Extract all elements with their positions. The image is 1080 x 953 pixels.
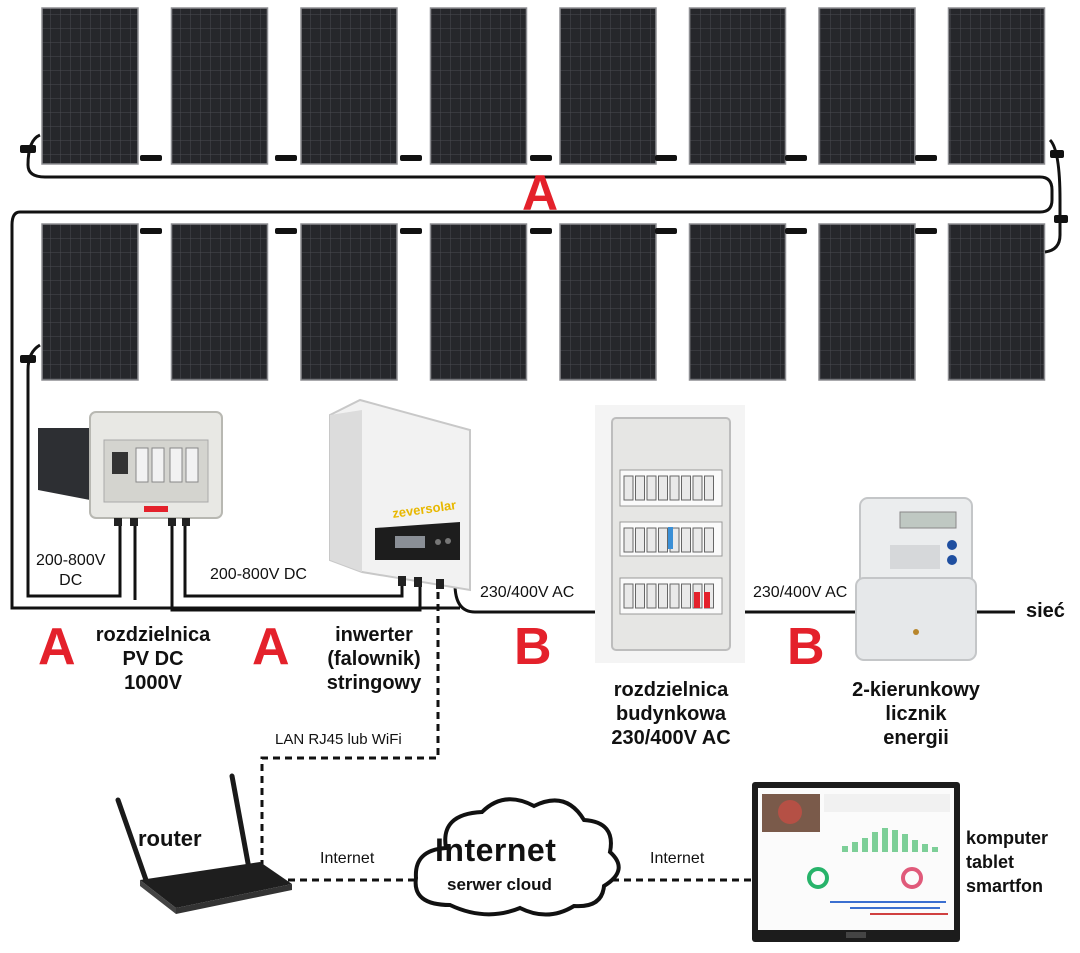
building-distribution-board-icon <box>595 405 745 663</box>
solar-panel <box>170 7 269 165</box>
solar-panels-top-row <box>41 7 1046 165</box>
grid-label: sieć <box>1026 600 1065 622</box>
solar-panel <box>41 223 139 381</box>
solar-panel <box>429 7 528 165</box>
mc4-connectors <box>20 145 1068 363</box>
dc-voltage-label-1: 200-800V DC <box>36 552 106 589</box>
communication-links <box>260 592 760 882</box>
segment-label-a-1: A <box>38 618 76 676</box>
router-icon <box>115 773 292 914</box>
solar-panel <box>300 7 398 165</box>
devices-caption: komputer tablet smartfon <box>966 828 1049 896</box>
segment-label-b-1: B <box>514 618 552 676</box>
cloud-subtitle: serwer cloud <box>447 875 552 894</box>
solar-panel <box>559 223 657 381</box>
pv-dc-combiner-box-icon <box>38 411 223 526</box>
bidirectional-meter-icon <box>855 497 977 661</box>
router-caption: router <box>138 826 202 851</box>
solar-panel <box>947 7 1046 165</box>
dc-voltage-label-2: 200-800V DC <box>210 566 307 583</box>
ac-voltage-label-2: 230/400V AC <box>753 584 848 601</box>
solar-panel <box>170 223 269 381</box>
pv-dc-box-caption: rozdzielnica PV DC 1000V <box>95 624 211 694</box>
solar-panel <box>688 7 787 165</box>
computer-monitor-icon <box>752 782 960 942</box>
solar-panels-bottom-row <box>41 223 1046 381</box>
segment-label-a-2: A <box>252 618 290 676</box>
inverter-caption: inwerter (falownik) stringowy <box>326 624 422 694</box>
solar-panel <box>947 223 1046 381</box>
segment-label-b-2: B <box>787 618 825 676</box>
ac-voltage-label-1: 230/400V AC <box>480 584 575 601</box>
internet-label-right: Internet <box>650 850 705 867</box>
solar-panel <box>818 7 916 165</box>
solar-panel <box>559 7 657 165</box>
lan-label: LAN RJ45 lub WiFi <box>275 731 402 748</box>
string-inverter-icon: zeversolar <box>329 398 471 592</box>
cloud-icon <box>413 797 621 917</box>
meter-caption: 2-kierunkowy licznik energii <box>852 679 980 749</box>
building-board-caption: rozdzielnica budynkowa 230/400V AC <box>611 679 731 749</box>
cloud-title: Internet <box>435 832 557 868</box>
solar-panel <box>818 223 916 381</box>
segment-label-a-3: A <box>522 165 558 221</box>
solar-panel <box>688 223 787 381</box>
solar-panel <box>41 7 139 165</box>
solar-panel <box>300 223 398 381</box>
solar-panel <box>429 223 528 381</box>
internet-label-left: Internet <box>320 850 375 867</box>
